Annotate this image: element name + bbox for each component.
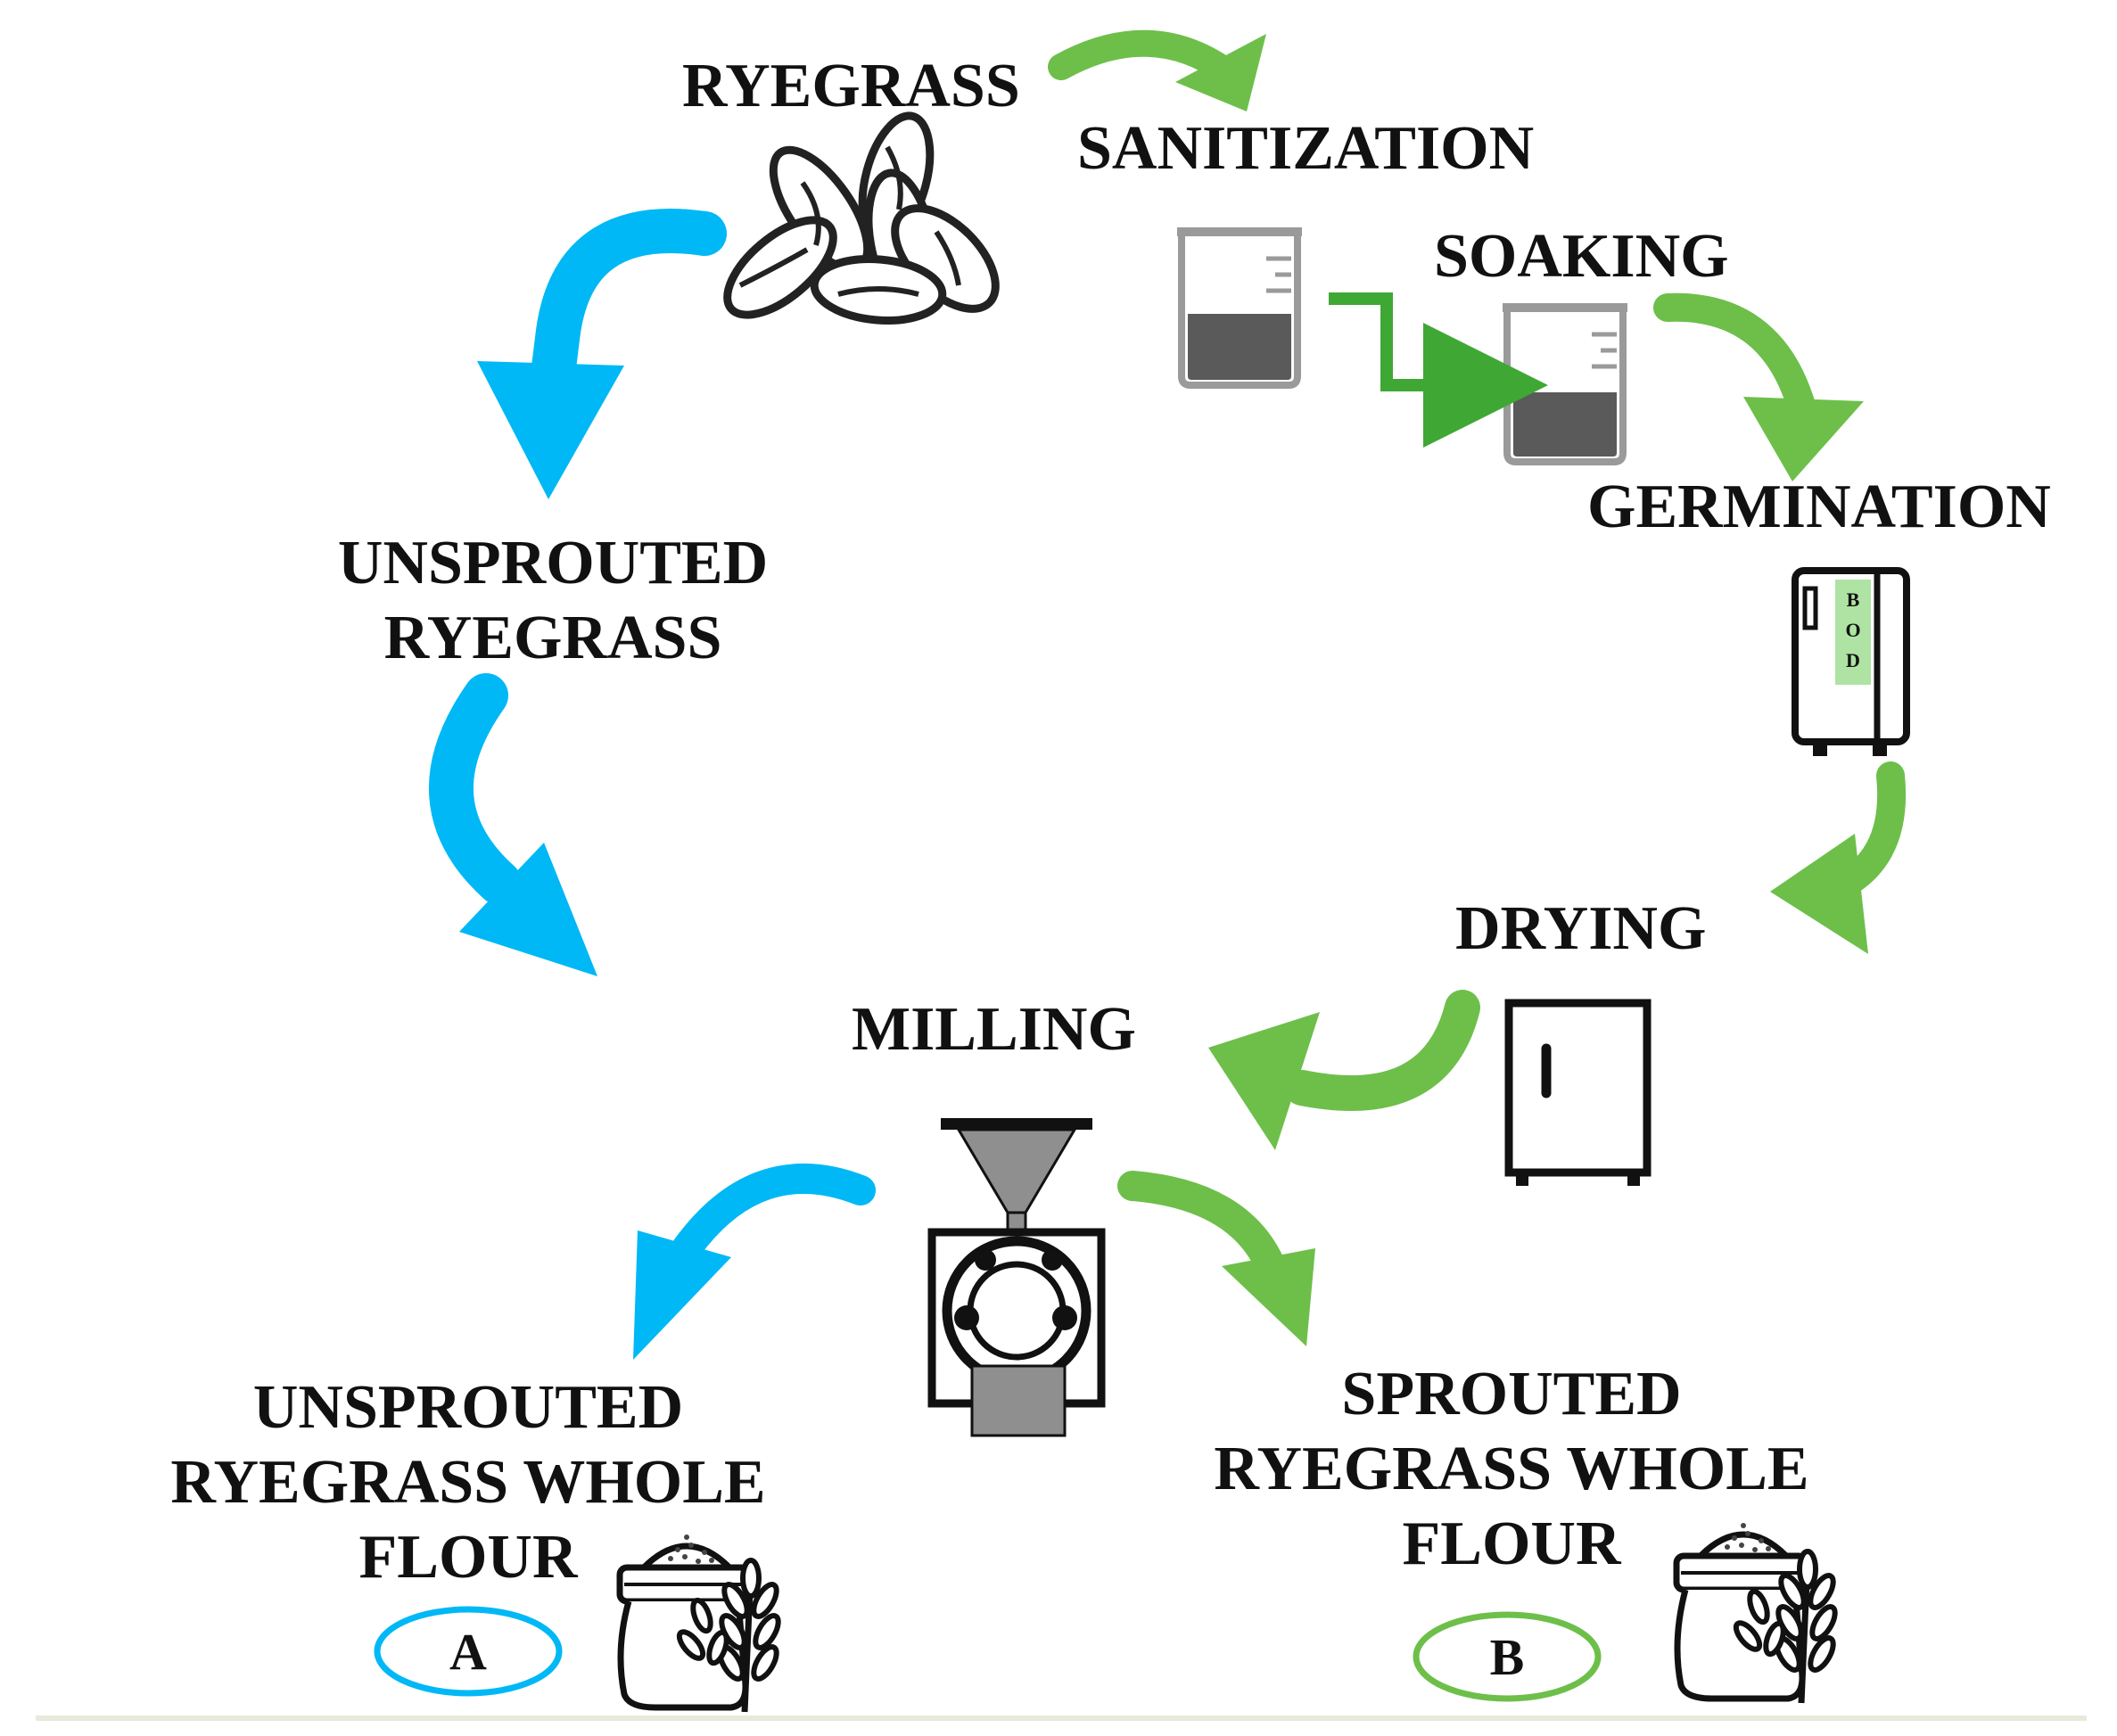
wheat-icon [1733, 1549, 1838, 1704]
arrow-soaking-to-germination [1653, 292, 1864, 481]
bod-letter-d: D [1846, 649, 1860, 671]
step-soaking: SOAKING [1434, 222, 1729, 291]
unsprouted-line1: UNSPROUTED [337, 529, 769, 597]
arrow-drying-to-milling [1208, 990, 1480, 1150]
product-b-line1: SPROUTED [1341, 1360, 1682, 1428]
unsprouted-ryegrass-label: UNSPROUTED RYEGRASS [338, 526, 768, 676]
cabinet-icon [1504, 999, 1652, 1186]
badge-b-outline [1413, 1611, 1602, 1702]
badge-b: B [1489, 1627, 1525, 1686]
flour-dots [668, 1534, 714, 1564]
incubator-icon [1792, 567, 1910, 756]
product-b-line3: FLOUR [1402, 1510, 1621, 1578]
beaker-icon [1177, 227, 1302, 389]
product-a-line3: FLOUR [358, 1523, 578, 1592]
bod-label: B O D [1835, 585, 1871, 676]
step-milling: MILLING [852, 995, 1136, 1064]
product-b-label: SPROUTED RYEGRASS WHOLE FLOUR [1214, 1357, 1808, 1582]
step-drying: DRYING [1455, 894, 1707, 963]
beaker-icon [1503, 303, 1627, 465]
arrow-milling-to-sprouted-flour [1117, 1171, 1315, 1346]
badge-a-outline [374, 1606, 563, 1697]
flour-dots [1725, 1523, 1771, 1552]
bod-letter-b: B [1846, 588, 1860, 611]
product-a-label: UNSPROUTED RYEGRASS WHOLE FLOUR [170, 1370, 765, 1595]
flour-sack-icon [1673, 1531, 1809, 1702]
arrow-milling-to-unsprouted-flour [633, 1164, 876, 1360]
arrow-unsprouted-to-milling [428, 673, 597, 976]
mill-icon [927, 1118, 1106, 1437]
product-b-line2: RYEGRASS WHOLE [1214, 1435, 1809, 1503]
step-germination: GERMINATION [1587, 473, 2051, 541]
arrow-sanitization-to-soaking [1329, 292, 1548, 448]
product-a-line2: RYEGRASS WHOLE [170, 1448, 766, 1517]
unsprouted-line2: RYEGRASS [383, 604, 722, 672]
bod-letter-o: O [1845, 619, 1861, 641]
arrow-ryegrass-to-sanitization [1048, 29, 1266, 111]
arrow-ryegrass-to-unsprouted [477, 209, 727, 499]
arrow-germination-to-drying [1770, 761, 1907, 954]
flour-sack-icon [616, 1543, 753, 1711]
wheat-icon [676, 1558, 781, 1713]
seeds-icon [723, 111, 1000, 325]
bottom-divider [36, 1715, 2087, 1721]
product-a-line1: UNSPROUTED [252, 1373, 684, 1442]
step-ryegrass: RYEGRASS [682, 52, 1020, 120]
badge-a: A [449, 1622, 487, 1681]
step-sanitization: SANITIZATION [1077, 114, 1535, 183]
